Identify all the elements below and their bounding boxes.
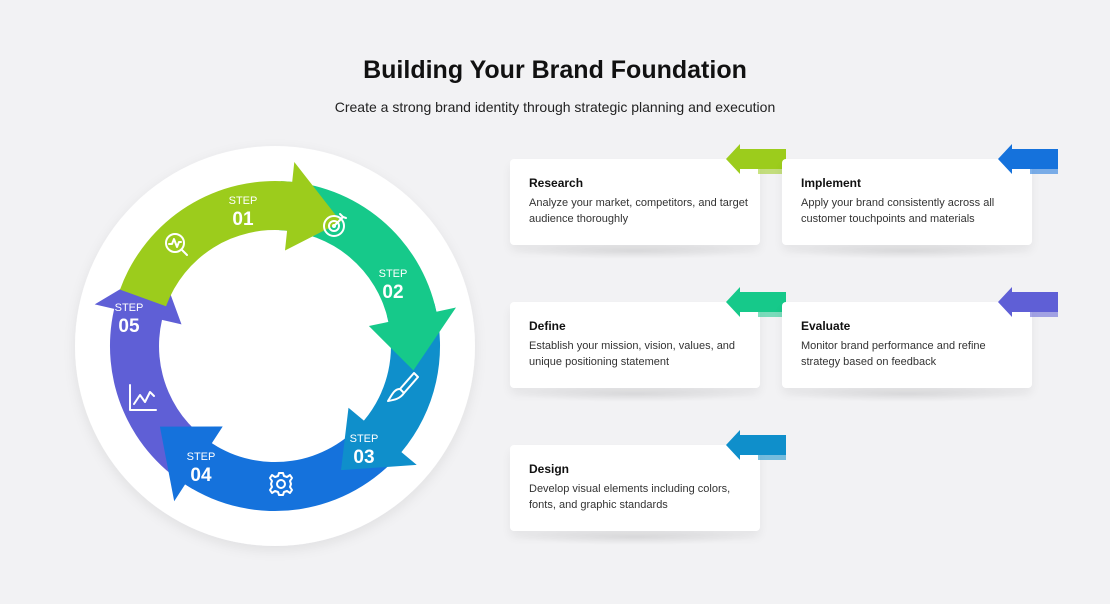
card-shadow (510, 529, 760, 545)
card-shadow (782, 386, 1032, 402)
gear-icon (269, 472, 293, 496)
page-subtitle: Create a strong brand identity through s… (334, 99, 776, 115)
card-title: Design (529, 462, 570, 476)
step-04-word: STEP (187, 451, 216, 463)
card-title: Define (529, 319, 566, 333)
step-01-word: STEP (229, 195, 258, 207)
card-title: Implement (801, 176, 862, 190)
step-05-number: 05 (118, 316, 140, 337)
card-title: Research (529, 176, 584, 190)
step-02-number: 02 (382, 282, 403, 303)
card-shadow (510, 243, 760, 259)
card-description: Monitor brand performance and refine str… (801, 340, 986, 368)
line-chart-icon (129, 384, 157, 411)
card-description: Develop visual elements including colors… (529, 483, 731, 511)
step-04-number: 04 (190, 465, 212, 486)
analytics-magnifier-icon (165, 233, 188, 256)
step-03-number: 03 (353, 447, 374, 468)
card-arrow-tab-icon (726, 287, 786, 317)
step-arrow-01 (120, 162, 341, 307)
step-05-word: STEP (115, 302, 144, 314)
card-shadow (510, 386, 760, 402)
card-arrow-tab-icon (726, 144, 786, 174)
page-title: Building Your Brand Foundation (363, 56, 747, 84)
step-03-word: STEP (350, 433, 379, 445)
card-arrow-tab-icon (998, 144, 1058, 174)
step-01-number: 01 (232, 209, 254, 230)
card-description: Establish your mission, vision, values, … (529, 340, 736, 368)
target-icon (323, 213, 347, 237)
card-description: Analyze your market, competitors, and ta… (529, 197, 748, 225)
card-description: Apply your brand consistently across all… (801, 197, 995, 225)
step-02-word: STEP (379, 268, 408, 280)
card-arrow-tab-icon (998, 287, 1058, 317)
brush-icon (387, 372, 419, 402)
card-title: Evaluate (801, 319, 851, 333)
step-arrow-04 (159, 420, 402, 512)
card-shadow (782, 243, 1032, 259)
card-arrow-tab-icon (726, 430, 786, 460)
